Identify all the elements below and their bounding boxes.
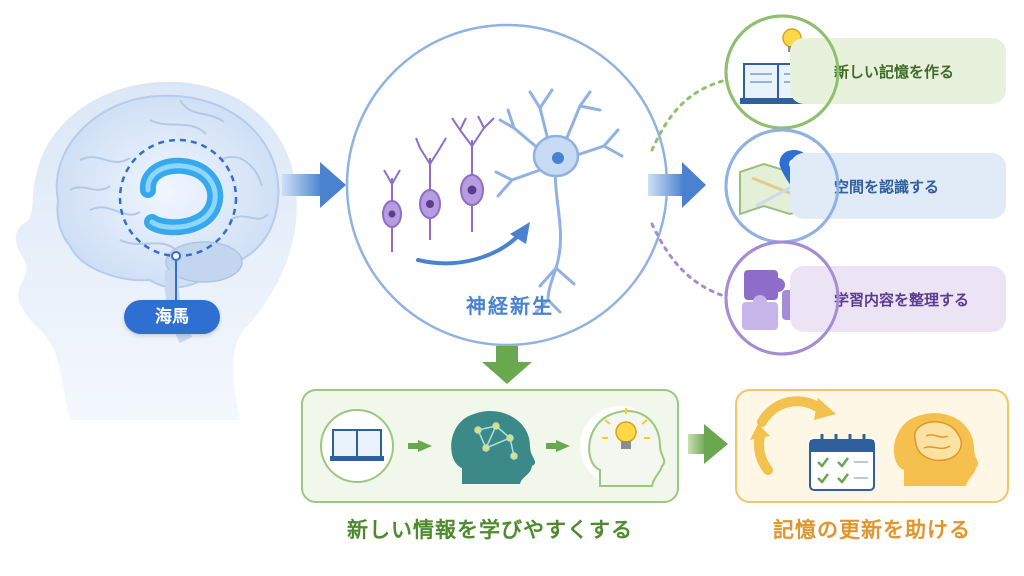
arrow-down-to-learning — [482, 346, 532, 384]
outcome-label-organize: 学習内容を整理する — [790, 266, 1006, 332]
outcome-label-spatial: 空間を認識する — [790, 153, 1006, 219]
memory-update-box — [735, 389, 1009, 503]
growth-arrow — [416, 222, 530, 266]
hippocampus-label: 海馬 — [124, 300, 220, 334]
connector-purple — [650, 222, 726, 298]
arrow-head-to-neurogenesis — [282, 162, 346, 208]
arrow-learning-to-update — [688, 424, 728, 464]
outcome-label-new-memory: 新しい記憶を作る — [790, 38, 1006, 104]
mature-neuron-icon — [494, 88, 624, 314]
memory-update-caption: 記憶の更新を助ける — [773, 518, 971, 542]
hippocampus-highlight — [118, 138, 238, 300]
brain-illustration — [55, 94, 280, 344]
learning-caption: 新しい情報を学びやすくする — [347, 518, 633, 542]
neurogenesis-caption: 神経新生 — [466, 294, 554, 318]
connector-green — [650, 78, 728, 152]
arrow-neurogenesis-to-outcomes — [648, 162, 706, 208]
learning-box — [301, 389, 679, 503]
